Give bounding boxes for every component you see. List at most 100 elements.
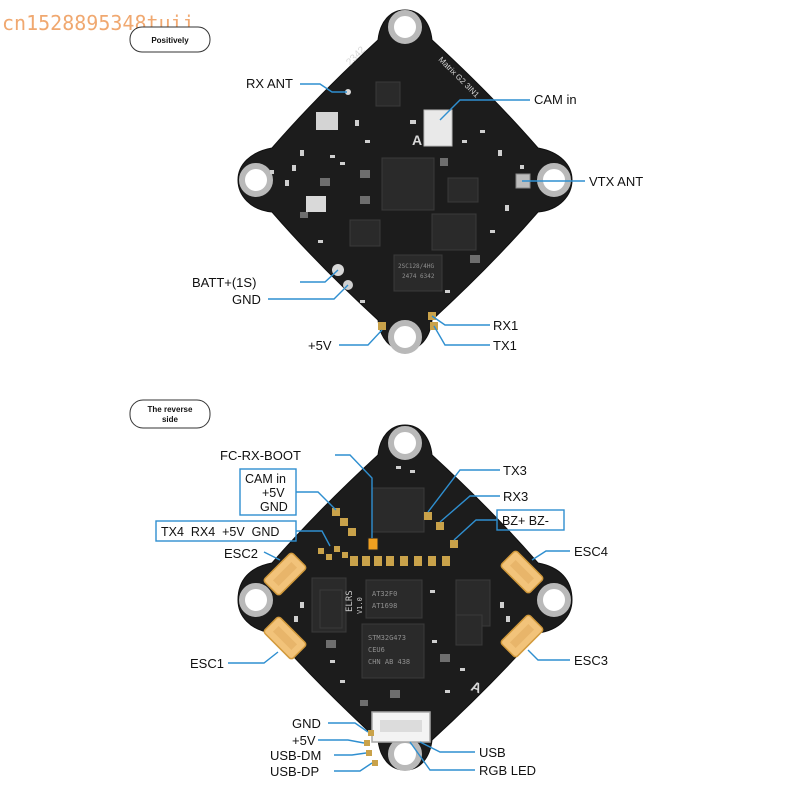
bottom-mount-hole-west: [239, 583, 273, 617]
leader-usb-dm: [334, 752, 367, 756]
top-side-chip: [349, 219, 381, 247]
leader-usb-dp: [334, 762, 373, 772]
label-usb: USB: [479, 745, 506, 760]
label-bz: BZ+ BZ-: [502, 514, 549, 528]
esc4-connector: [500, 550, 544, 594]
label-esc3: ESC3: [574, 653, 608, 668]
leader-usb: [419, 741, 475, 753]
bottom-silk-version: V1.0: [356, 597, 364, 614]
bottom-rx-chip: [365, 579, 423, 619]
leader-fc-rx-boot: [335, 454, 373, 538]
label-gnd: GND: [232, 292, 261, 307]
bottom-usb-5v-pad: [364, 740, 370, 746]
bottom-gnd-pad: [348, 528, 356, 536]
esc3-connector: [500, 614, 544, 658]
top-5v-pad: [378, 322, 386, 330]
bottom-uart4-5v-pad: [334, 546, 340, 552]
leader-gnd2: [328, 722, 369, 733]
label-tx3: TX3: [503, 463, 527, 478]
bottom-usb-gnd-pad: [368, 730, 374, 736]
label-batt: BATT+(1S): [192, 275, 256, 290]
leader-tx1: [433, 325, 490, 346]
bottom-rx-chip-text2: AT1698: [372, 602, 397, 610]
bottom-boot-button: [367, 537, 379, 551]
top-main-chip: [381, 157, 435, 211]
top-crystal-2: [306, 196, 326, 212]
bottom-uart4-gnd-pad: [342, 552, 348, 558]
bottom-rx4-pad: [326, 554, 332, 560]
label-bottom-5v: +5V: [262, 486, 285, 500]
label-uart4-group: TX4 RX4 +5V GND: [161, 525, 279, 539]
bottom-silk-elrs: ELRS: [345, 590, 355, 612]
label-fc-rx-boot: FC-RX-BOOT: [220, 448, 301, 463]
bottom-rx-chip-text: AT32F0: [372, 590, 397, 598]
bottom-smd-components: [294, 466, 510, 706]
bottom-mcu-chip-text2: CEU6: [368, 646, 385, 654]
bottom-usb-dp-pad: [372, 760, 378, 766]
top-osd-chip: [393, 254, 443, 292]
label-esc4: ESC4: [574, 544, 608, 559]
leader-rx-ant: [300, 83, 347, 93]
bottom-mcu-chip: [361, 623, 425, 679]
bottom-tx4-pad: [318, 548, 324, 554]
top-view-tag-text: Positively: [151, 36, 189, 45]
bottom-view-tag: [129, 399, 211, 429]
top-crystal: [316, 112, 338, 130]
leader-esc1: [228, 651, 279, 664]
label-usb-dm: USB-DM: [270, 748, 321, 763]
top-osd-chip-text2: 2474 6342: [402, 273, 435, 280]
top-mount-hole-west: [239, 163, 273, 197]
top-mount-hole-east: [537, 163, 571, 197]
label-rx3: RX3: [503, 489, 528, 504]
bottom-mount-hole-east: [537, 583, 571, 617]
leader-uart4-group: [296, 530, 331, 547]
label-esc2: ESC2: [224, 546, 258, 561]
bottom-mcu-chip-text: STM32G473: [368, 634, 406, 642]
esc2-connector: [263, 552, 307, 596]
top-cam-connector: [423, 109, 453, 147]
bottom-mount-hole-south: [388, 737, 422, 771]
label-5v2: +5V: [292, 733, 316, 748]
leader-batt: [300, 269, 339, 283]
top-view-tag: [129, 26, 211, 53]
bottom-view-tag-line1: The reverse: [148, 405, 193, 414]
leader-rgb-led: [409, 741, 475, 771]
label-esc1: ESC1: [190, 656, 224, 671]
bottom-5v-pad: [340, 518, 348, 526]
bottom-usb-connector-inner: [380, 720, 422, 732]
bottom-view-tag-line2: side: [162, 415, 179, 424]
leader-5v2: [318, 739, 365, 744]
bottom-elrs-chip: [371, 487, 425, 533]
bottom-cam-pad: [332, 508, 340, 516]
leader-esc4: [531, 550, 570, 561]
bottom-view: The reverse side AT32F0 AT1698 STM32G473…: [129, 399, 608, 779]
bottom-mcu-chip-text3: CHN AB 438: [368, 658, 410, 666]
top-small-chip: [375, 81, 401, 107]
label-rx-ant: RX ANT: [246, 76, 293, 91]
leader-rx3: [439, 495, 500, 523]
label-cam-in: CAM in: [534, 92, 577, 107]
leader-cam-in: [439, 99, 530, 121]
bottom-esc-fet-left-inner: [319, 589, 343, 629]
label-gnd2: GND: [292, 716, 321, 731]
leader-gnd: [268, 284, 349, 300]
bottom-tx3-pad: [424, 512, 432, 520]
bottom-mount-hole-north: [388, 426, 422, 460]
leader-bz: [453, 519, 497, 541]
label-usb-dp: USB-DP: [270, 764, 319, 779]
leader-5v: [339, 329, 383, 346]
label-5v: +5V: [308, 338, 332, 353]
leader-cam-group: [296, 491, 337, 511]
bottom-rx3-pad: [436, 522, 444, 530]
bottom-esc-fet-right2: [455, 614, 483, 646]
label-rgb-led: RGB LED: [479, 763, 536, 778]
label-bottom-cam-in: CAM in: [245, 472, 286, 486]
top-vtx-chip: [431, 213, 477, 251]
top-smd-components: [270, 120, 524, 303]
leader-esc3: [527, 649, 570, 661]
top-osd-chip-text: 2SC128/4HG: [398, 263, 435, 270]
top-silk-logo: A: [412, 132, 422, 148]
top-rf-chip: [447, 177, 479, 203]
leader-rx1: [431, 315, 490, 326]
